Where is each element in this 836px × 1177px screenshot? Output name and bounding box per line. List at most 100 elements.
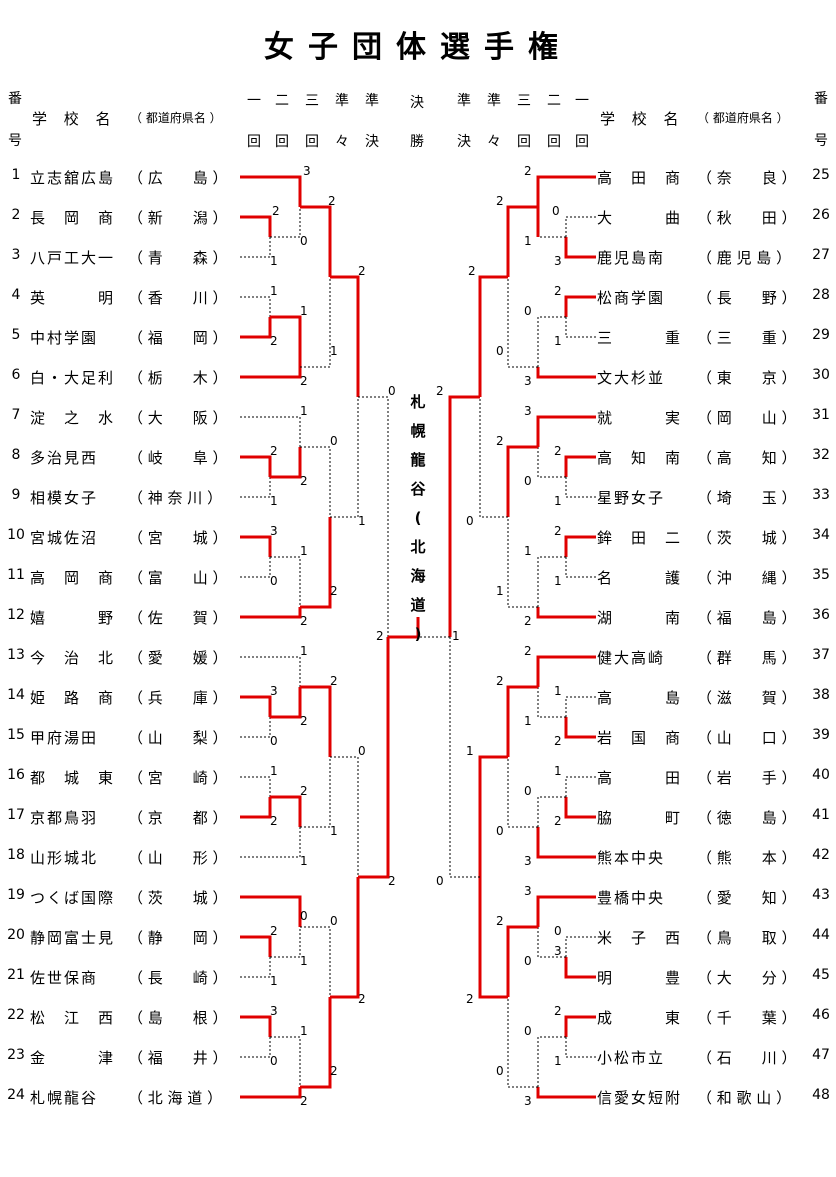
bracket-line-winner <box>240 367 302 379</box>
team-name: 松 江 西 <box>30 1009 116 1027</box>
match-score: 2 <box>270 924 278 938</box>
bracket-line-winner <box>300 205 332 277</box>
bracket-line-winner <box>388 617 420 639</box>
round-header-right-bottom: 々 <box>487 134 501 150</box>
match-score: 0 <box>524 1024 532 1038</box>
bracket-line-winner <box>240 935 272 957</box>
bracket-line-winner <box>478 877 508 999</box>
champion-char: 龍 <box>410 451 426 469</box>
team-number: 6 <box>11 367 21 383</box>
match-score: 1 <box>452 629 460 643</box>
match-score: 2 <box>300 474 308 488</box>
team-prefecture: （ 長 崎 ） <box>128 969 228 987</box>
match-score: 3 <box>270 1004 278 1018</box>
team-prefecture: （ 富 山 ） <box>128 569 228 587</box>
match-score: 1 <box>524 234 532 248</box>
bracket-line-loser <box>240 957 271 978</box>
match-score: 0 <box>436 874 444 888</box>
match-score: 2 <box>300 1094 308 1108</box>
team-name: 高 田 商 <box>597 169 683 187</box>
header-bango-right-2: 号 <box>814 133 828 149</box>
round-header-right-bottom: 回 <box>517 134 531 150</box>
team-name: 鉾 田 二 <box>597 529 683 547</box>
round-header-left-top: 二 <box>275 93 289 109</box>
bracket-line-loser <box>537 316 566 367</box>
bracket-line-winner <box>506 205 538 277</box>
team-number: 27 <box>812 247 830 263</box>
team-number: 29 <box>812 327 830 343</box>
team-name: 高 島 <box>597 689 683 707</box>
team-prefecture: （ 宮 城 ） <box>128 529 228 547</box>
champion-char: ) <box>414 625 422 643</box>
team-name: 白・大足利 <box>30 369 116 387</box>
bracket-line-loser <box>270 556 301 607</box>
round-header-right-bottom: 回 <box>575 134 589 150</box>
bracket-line-loser <box>240 237 271 258</box>
team-number: 24 <box>7 1087 25 1103</box>
match-score: 2 <box>330 584 338 598</box>
match-score: 3 <box>524 854 532 868</box>
match-score: 2 <box>358 264 366 278</box>
match-score: 2 <box>270 814 278 828</box>
bracket-line-winner <box>330 275 360 397</box>
bracket-line-loser <box>537 1036 566 1087</box>
bracket-line-loser <box>330 397 359 518</box>
match-score: 3 <box>303 164 311 178</box>
champion-char: 海 <box>410 567 426 585</box>
match-score: 0 <box>330 434 338 448</box>
match-score: 1 <box>496 584 504 598</box>
team-name: つくば国際 <box>30 889 116 907</box>
team-prefecture: （ 高 知 ） <box>697 449 797 467</box>
team-name: 京都鳥羽 <box>30 809 99 827</box>
match-score: 1 <box>300 854 308 868</box>
match-score: 2 <box>328 194 336 208</box>
team-prefecture: （ 熊 本 ） <box>697 849 797 867</box>
champion-char: 谷 <box>410 480 426 498</box>
match-score: 1 <box>554 684 562 698</box>
team-prefecture: （ 広 島 ） <box>128 169 228 187</box>
round-header-left-bottom: 決 <box>365 134 379 150</box>
bracket-line-loser <box>240 717 271 738</box>
match-score: 2 <box>270 334 278 348</box>
team-name: 立志舘広島 <box>30 169 116 187</box>
team-prefecture: （ 茨 城 ） <box>697 529 797 547</box>
bracket-line-loser <box>240 1037 271 1058</box>
team-prefecture: （ 岐 阜 ） <box>128 449 228 467</box>
match-score: 1 <box>330 824 338 838</box>
team-prefecture: （ 静 岡 ） <box>128 929 228 947</box>
match-score: 1 <box>554 764 562 778</box>
match-score: 3 <box>270 524 278 538</box>
team-name: 小松市立 <box>597 1049 666 1067</box>
bracket-line-winner <box>564 455 596 477</box>
team-number: 23 <box>7 1047 25 1063</box>
team-number: 25 <box>812 167 830 183</box>
team-prefecture: （ 長 野 ） <box>697 289 797 307</box>
team-prefecture: （ 京 都 ） <box>128 809 228 827</box>
bracket-line-winner <box>240 535 272 557</box>
match-score: 2 <box>554 444 562 458</box>
match-score: 0 <box>524 784 532 798</box>
team-prefecture: （ 鳥 取 ） <box>697 929 797 947</box>
team-prefecture: （ 東 京 ） <box>697 369 797 387</box>
round-header-left-bottom: 回 <box>275 134 289 150</box>
bracket-line-winner <box>536 1087 596 1099</box>
team-name: 明 豊 <box>597 969 683 987</box>
bracket-line-winner <box>240 1015 272 1037</box>
team-number: 14 <box>7 687 25 703</box>
bracket-line-loser <box>240 477 271 498</box>
header-final-bottom: 勝 <box>410 134 424 150</box>
team-number: 3 <box>11 247 21 263</box>
bracket-line-loser <box>240 416 301 447</box>
header-bango-left-2: 号 <box>8 133 22 149</box>
team-name: 脇 町 <box>597 809 683 827</box>
team-number: 43 <box>812 887 830 903</box>
team-prefecture: （ 三 重 ） <box>697 329 797 347</box>
team-prefecture: （ 山 梨 ） <box>128 729 228 747</box>
match-score: 2 <box>300 784 308 798</box>
header-school-left: 学 校 名 <box>32 110 117 128</box>
team-number: 10 <box>7 527 25 543</box>
team-name: 嬉 野 <box>30 609 116 627</box>
match-score: 0 <box>524 954 532 968</box>
team-prefecture: （ 滋 賀 ） <box>697 689 797 707</box>
